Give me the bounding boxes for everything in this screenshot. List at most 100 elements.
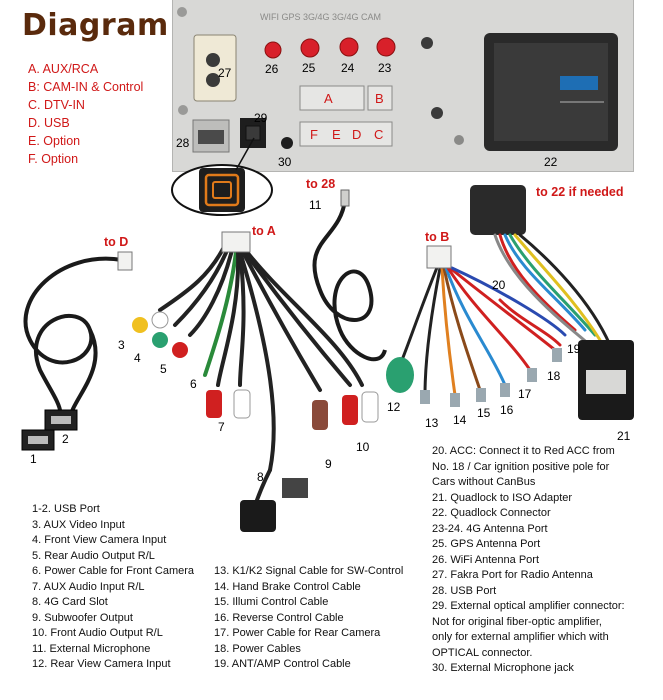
screw-icon	[421, 37, 433, 49]
port-label-26: 26	[265, 62, 279, 76]
antenna-port-26	[264, 41, 282, 59]
block-b	[367, 85, 393, 111]
desc-item: No. 18 / Car ignition positive pole for	[432, 460, 610, 473]
port-label-29: 29	[254, 111, 268, 125]
block-label-c: C	[374, 127, 384, 142]
4g-card-module	[240, 500, 276, 532]
legend-item-f: F. Option	[28, 152, 79, 166]
callout-16: 16	[500, 403, 514, 417]
quadlock-plug	[470, 185, 526, 235]
block-label-b: B	[375, 91, 384, 106]
mic-cable-line	[312, 199, 387, 362]
port-label-30: 30	[278, 155, 292, 169]
screw-icon	[177, 7, 187, 17]
quadlock-clip	[560, 76, 598, 90]
desc-item: Not for original fiber-optic amplifier,	[432, 615, 602, 628]
iso-harness	[470, 185, 634, 420]
callout-9: 9	[325, 457, 332, 471]
desc-item: 12. Rear View Camera Input	[32, 658, 171, 670]
fakra-pin	[206, 53, 220, 67]
rca-red-5	[172, 342, 188, 358]
desc-item: 11. External Microphone	[32, 642, 151, 655]
to-28-label: to 28	[306, 177, 336, 191]
pin-16	[500, 383, 510, 397]
desc-item: 1-2. USB Port	[32, 503, 100, 515]
rca-yellow-3	[132, 317, 148, 333]
callout-19: 19	[567, 342, 581, 356]
block-label-a: A	[324, 91, 333, 106]
to-d-label: to D	[104, 235, 129, 249]
desc-item: only for external amplifier which with	[432, 631, 609, 643]
rca-red-7	[206, 390, 222, 418]
usb-cable	[21, 251, 133, 451]
block-fedc	[299, 121, 393, 147]
callout-5: 5	[160, 362, 167, 376]
mic-cable	[312, 189, 387, 362]
legend-item-c: C. DTV-IN	[28, 98, 85, 112]
optical-socket	[245, 125, 261, 141]
pin-14	[450, 393, 460, 407]
desc-item: 26. WiFi Antenna Port	[432, 553, 539, 566]
desc-item: 30. External Microphone jack	[432, 662, 574, 674]
callout-13: 13	[425, 416, 439, 430]
to-b-label: to B	[425, 230, 450, 244]
desc-item: 28. USB Port	[432, 584, 497, 597]
rca-brown-9	[312, 400, 328, 430]
desc-item: 15. Illumi Control Cable	[214, 596, 329, 608]
desc-item: 6. Power Cable for Front Camera	[32, 565, 195, 577]
desc-item: 16. Reverse Control Cable	[214, 611, 344, 624]
mic-plug	[340, 189, 350, 207]
block-label-e: E	[332, 127, 341, 142]
panel-details	[177, 7, 618, 153]
usb-socket-1	[28, 436, 48, 444]
rca-harness-plug	[221, 231, 251, 253]
pin-18	[552, 348, 562, 362]
to-22-label: to 22 if needed	[536, 185, 624, 199]
callout-21: 21	[617, 429, 631, 443]
rca-green-4	[152, 332, 168, 348]
callout-17: 17	[518, 387, 532, 401]
desc-item: 5. Rear Audio Output R/L	[32, 549, 155, 562]
callout-18: 18	[547, 369, 561, 383]
antenna-port-25	[300, 38, 320, 58]
optical-zoom-connector	[199, 168, 245, 212]
desc-item: 18. Power Cables	[214, 642, 301, 655]
rca-red-10	[342, 395, 358, 425]
desc-item: 4. Front View Camera Input	[32, 534, 167, 546]
usb-socket-2	[51, 416, 71, 424]
desc-item: 10. Front Audio Output R/L	[32, 627, 163, 639]
port-label-24: 24	[341, 61, 355, 75]
port-label-25: 25	[302, 61, 316, 75]
to-a-label: to A	[252, 224, 276, 238]
block-label-d: D	[352, 127, 362, 142]
block-a	[299, 85, 365, 111]
desc-item: 14. Hand Brake Control Cable	[214, 580, 361, 593]
desc-item: 7. AUX Audio Input R/L	[32, 580, 145, 593]
pin-13	[420, 390, 430, 404]
desc-item: 20. ACC: Connect it to Red ACC from	[432, 445, 615, 457]
optical-zoom-core	[212, 181, 232, 199]
pin-15	[476, 388, 486, 402]
block-label-f: F	[310, 127, 318, 142]
callout-12: 12	[387, 400, 401, 414]
panel-print: WIFI GPS 3G/4G 3G/4G CAM	[260, 12, 382, 22]
screw-icon	[431, 107, 443, 119]
optical-zoom	[171, 137, 273, 216]
rca-green-12	[386, 357, 414, 393]
desc-item: 9. Subwoofer Output	[32, 611, 133, 624]
desc-item: 29. External optical amplifier connector…	[432, 600, 625, 612]
antenna-port-24	[339, 37, 359, 57]
control-harness-plug	[426, 245, 452, 269]
callout-1: 1	[30, 452, 37, 466]
legend-item-e: E. Option	[28, 134, 81, 148]
desc-item: 25. GPS Antenna Port	[432, 538, 541, 550]
mic-jack	[281, 137, 293, 149]
callout-20: 20	[492, 278, 506, 292]
iso-label	[586, 370, 626, 394]
legend-item-d: D. USB	[28, 116, 70, 130]
callout-3: 3	[118, 338, 125, 352]
desc-item: 8. 4G Card Slot	[32, 596, 108, 608]
callout-14: 14	[453, 413, 467, 427]
desc-item: OPTICAL connector.	[432, 646, 533, 659]
desc-item: 13. K1/K2 Signal Cable for SW-Control	[214, 565, 404, 577]
